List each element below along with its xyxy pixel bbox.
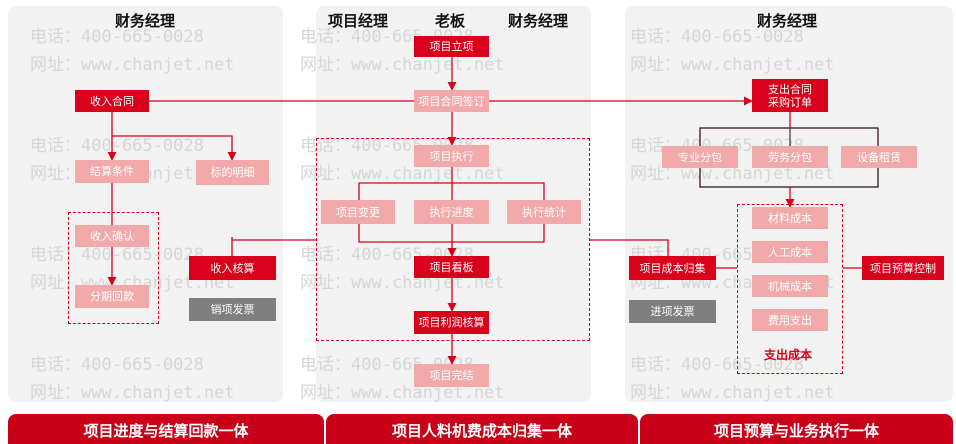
watermark-site: 网址：www.chanjet.net [630, 55, 835, 75]
node-cost-collect[interactable]: 项目成本归集 [629, 256, 716, 280]
node-exec-stats[interactable]: 执行统计 [507, 200, 581, 224]
node-contract-sign[interactable]: 项目合同签订 [414, 90, 489, 112]
node-equipment-rent[interactable]: 设备租赁 [841, 146, 917, 168]
node-budget-control[interactable]: 项目预算控制 [862, 256, 944, 280]
node-project-done[interactable]: 项目完结 [414, 364, 489, 387]
watermark-site: 网址：www.chanjet.net [300, 383, 505, 403]
band-left: 项目进度与结算回款一体 [8, 414, 324, 444]
node-target-detail[interactable]: 标的明细 [196, 160, 269, 185]
node-sales-invoice[interactable]: 销项发票 [189, 298, 276, 321]
node-settlement-terms[interactable]: 结算条件 [75, 160, 149, 183]
node-income-accounting[interactable]: 收入核算 [189, 256, 276, 280]
watermark-site: 网址：www.chanjet.net [300, 164, 505, 184]
watermark-phone: 电话：400-665-0028 [30, 355, 204, 375]
node-expense-contract[interactable]: 支出合同 采购订单 [752, 79, 828, 112]
node-sub-professional[interactable]: 专业分包 [662, 146, 738, 168]
node-installment[interactable]: 分期回款 [75, 285, 149, 308]
node-sub-labor[interactable]: 劳务分包 [752, 146, 828, 168]
header-right-role: 财务经理 [757, 12, 818, 30]
watermark-site: 网址：www.chanjet.net [630, 383, 835, 403]
band-middle: 项目人料机费成本归集一体 [326, 414, 638, 444]
watermark-phone: 电话：400-665-0028 [30, 27, 204, 47]
header-left-role: 财务经理 [115, 12, 176, 30]
node-project-change[interactable]: 项目变更 [321, 200, 395, 224]
header-mid-role-2: 老板 [435, 12, 466, 30]
left-panel [8, 6, 283, 402]
watermark-site: 网址：www.chanjet.net [300, 55, 505, 75]
watermark-site: 网址：www.chanjet.net [30, 383, 235, 403]
node-input-invoice[interactable]: 进项发票 [629, 300, 716, 323]
label-expense-cost: 支出成本 [764, 348, 813, 362]
header-mid-role-3: 财务经理 [508, 12, 569, 30]
watermark-site: 网址：www.chanjet.net [300, 273, 505, 293]
watermark-site: 网址：www.chanjet.net [630, 164, 835, 184]
node-income-confirm[interactable]: 收入确认 [75, 225, 149, 247]
watermark-site: 网址：www.chanjet.net [30, 55, 235, 75]
node-project-setup[interactable]: 项目立项 [414, 36, 489, 57]
node-exec-progress[interactable]: 执行进度 [414, 200, 489, 224]
node-income-contract[interactable]: 收入合同 [75, 90, 149, 112]
watermark-phone: 电话：400-665-0028 [630, 27, 804, 47]
node-machine-cost[interactable]: 机械成本 [752, 275, 828, 297]
watermark-phone: 电话：400-665-0028 [30, 136, 204, 156]
income-group-frame [68, 212, 159, 324]
header-mid-role-1: 项目经理 [328, 12, 389, 30]
node-labor-cost[interactable]: 人工成本 [752, 241, 828, 263]
band-right: 项目预算与业务执行一体 [640, 414, 953, 444]
node-project-exec[interactable]: 项目执行 [414, 145, 489, 167]
node-expense-spend[interactable]: 费用支出 [752, 309, 828, 331]
node-material-cost[interactable]: 材料成本 [752, 207, 828, 229]
node-project-board[interactable]: 项目看板 [414, 256, 489, 278]
watermark-phone: 电话：400-665-0028 [630, 355, 804, 375]
watermark-phone: 电话：400-665-0028 [30, 245, 204, 265]
node-profit-accounting[interactable]: 项目利润核算 [414, 311, 489, 334]
